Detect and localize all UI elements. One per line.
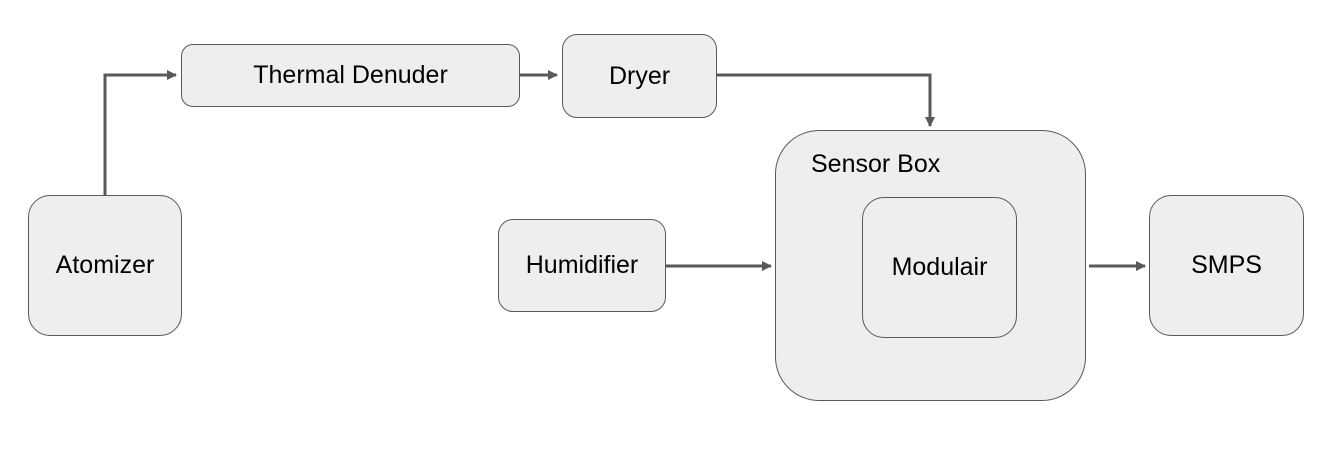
sensor-box-label: Sensor Box: [811, 150, 941, 178]
atomizer-label: Atomizer: [55, 251, 155, 279]
modulair-node: Modulair: [862, 197, 1017, 338]
smps-label: SMPS: [1191, 251, 1262, 279]
thermal-denuder-node: Thermal Denuder: [181, 44, 520, 107]
humidifier-label: Humidifier: [525, 251, 639, 279]
edge-dryer-to-sensor-box: [717, 73, 935, 127]
humidifier-node: Humidifier: [498, 219, 666, 312]
dryer-label: Dryer: [608, 61, 671, 90]
edge-atomizer-to-thermal-denuder: [103, 70, 177, 195]
smps-node: SMPS: [1149, 195, 1304, 336]
modulair-label: Modulair: [891, 253, 988, 281]
thermal-denuder-label: Thermal Denuder: [253, 61, 448, 89]
atomizer-node: Atomizer: [28, 195, 182, 336]
dryer-node: Dryer: [562, 34, 717, 118]
